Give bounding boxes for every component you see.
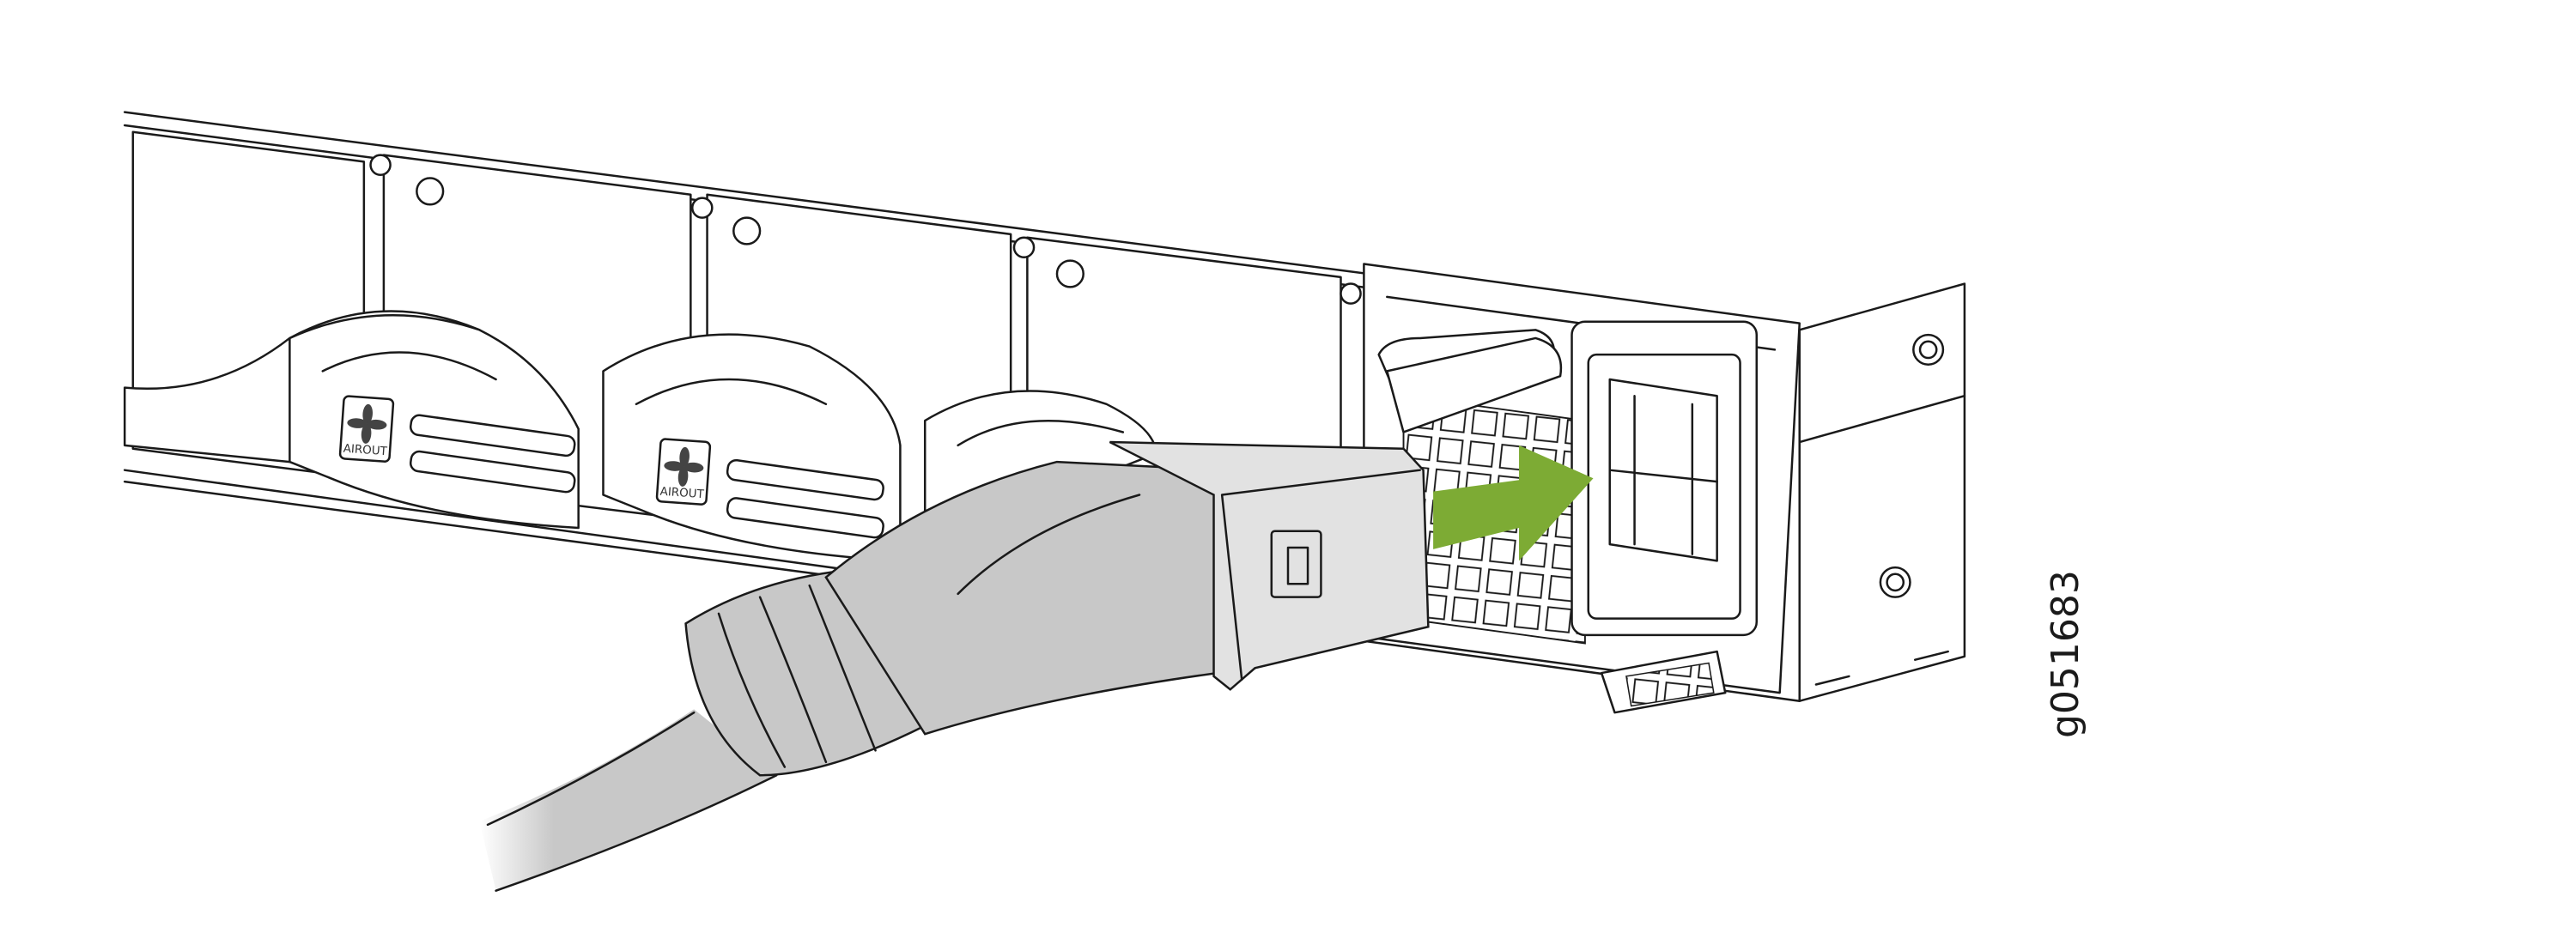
- power-cord: [479, 440, 1430, 892]
- psu-latch: [1600, 650, 1727, 714]
- fan-icon: [664, 446, 704, 487]
- airout-badge-1: AIROUT: [338, 395, 395, 463]
- fan-handles: [123, 310, 1157, 562]
- airout-label: AIROUT: [343, 443, 388, 459]
- power-supply: [1363, 263, 1801, 714]
- figure-id-label: g051683: [2044, 570, 2087, 738]
- power-inlet-socket: [1571, 320, 1759, 637]
- airout-badge-2: AIROUT: [655, 438, 712, 506]
- plug-connector: [1109, 440, 1430, 691]
- airout-label: AIROUT: [659, 486, 705, 502]
- psu-handle: [1386, 336, 1563, 433]
- fan-icon: [347, 403, 387, 444]
- insert-direction-arrow: [1433, 445, 1594, 561]
